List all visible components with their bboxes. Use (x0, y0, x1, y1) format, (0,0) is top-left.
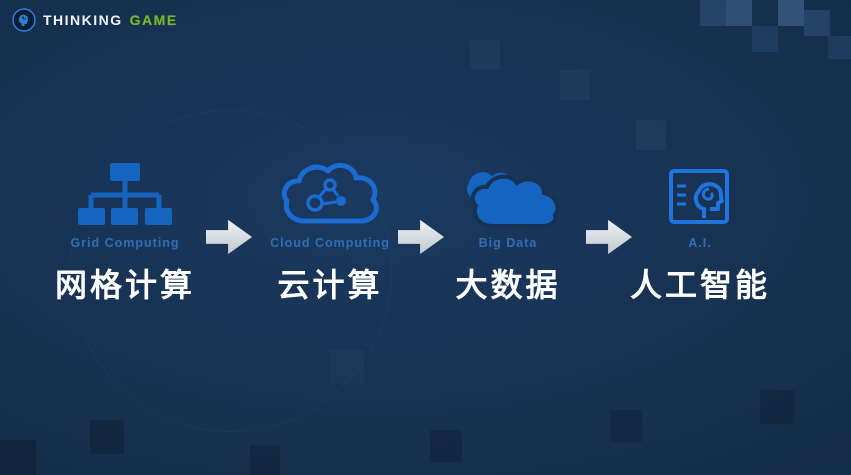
big-data-icon (418, 146, 598, 230)
stage-cloud-computing: Cloud Computing 云计算 (240, 146, 420, 306)
stage-en-label: Cloud Computing (270, 236, 390, 250)
bg-pixel (560, 70, 590, 100)
bg-pixel (90, 420, 124, 454)
stage-zh-label: 人工智能 (629, 267, 770, 303)
brain-head-icon (12, 8, 36, 32)
bg-pixel (0, 440, 36, 475)
stage-en-label: Big Data (478, 236, 538, 250)
bg-pixel (828, 36, 851, 59)
stage-en-label: A.I. (688, 236, 712, 250)
bg-pixel (470, 40, 500, 70)
stage-en-label: Grid Computing (70, 236, 180, 250)
stage-grid-computing: Grid Computing 网格计算 (35, 146, 215, 306)
grid-computing-icon (35, 146, 215, 230)
cloud-computing-icon (240, 146, 420, 230)
bg-pixel (250, 445, 280, 475)
bg-pixel (430, 430, 462, 462)
decorative-circle (70, 110, 392, 432)
stage-ai: A.I. 人工智能 (610, 146, 790, 306)
bg-pixel (610, 410, 642, 442)
bg-pixel (330, 350, 364, 384)
bg-pixel (760, 390, 794, 424)
ai-icon (610, 146, 790, 230)
stage-zh-label: 云计算 (277, 267, 383, 303)
bg-pixel (804, 10, 830, 36)
stage-zh-label: 网格计算 (54, 267, 195, 303)
bg-pixel (726, 0, 752, 26)
stage-zh-label: 大数据 (455, 267, 561, 303)
stage-big-data: Big Data 大数据 (418, 146, 598, 306)
bg-pixel (778, 0, 804, 26)
brand-accent: GAME (129, 12, 178, 28)
logo: THINKING GAME (12, 8, 178, 32)
bg-pixel (752, 26, 778, 52)
bg-pixel (700, 0, 726, 26)
brand-name: THINKING (43, 12, 123, 28)
